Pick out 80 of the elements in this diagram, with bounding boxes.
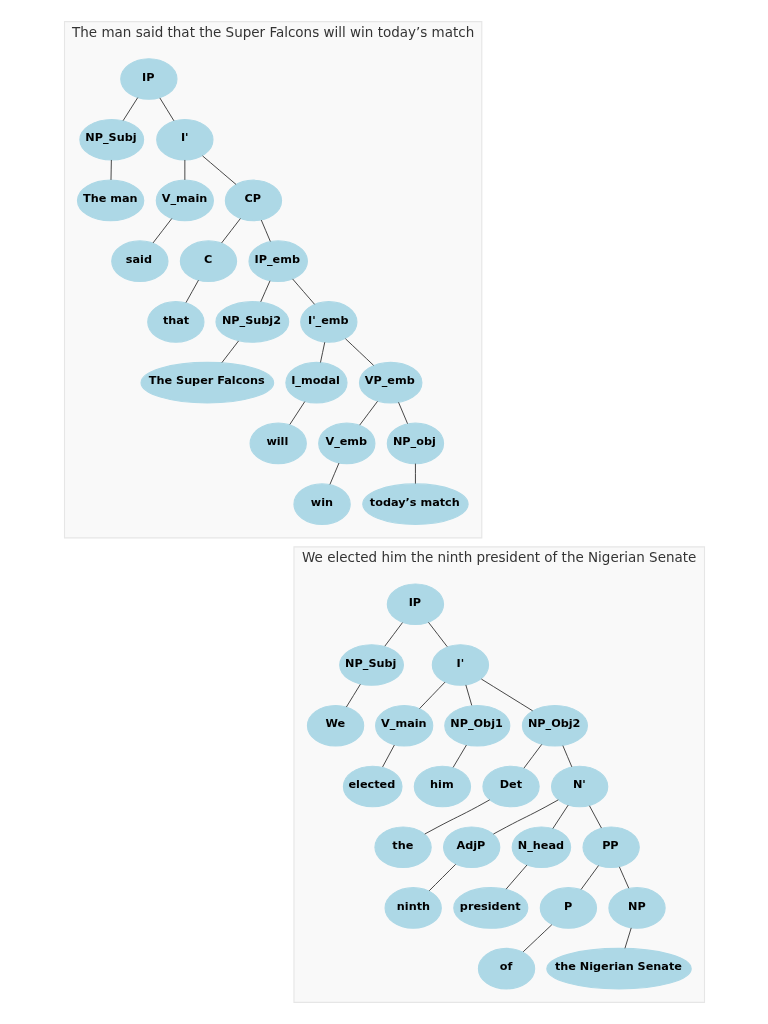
connector xyxy=(522,924,552,953)
connector xyxy=(480,678,533,712)
node-ellipse: N' xyxy=(550,765,608,808)
connector xyxy=(551,804,569,829)
node-ellipse: president xyxy=(452,887,528,929)
connector xyxy=(561,745,572,768)
node-ellipse: P xyxy=(539,887,597,929)
connector xyxy=(383,622,403,647)
node-ellipse: CP xyxy=(224,179,282,222)
node-ellipse: The man xyxy=(76,179,144,222)
node-ellipse: win xyxy=(292,483,351,525)
node-ellipse: the xyxy=(373,826,432,868)
node-ellipse: NP_Subj2 xyxy=(214,301,289,343)
connector xyxy=(319,341,325,363)
node-ellipse: I'_emb xyxy=(299,301,357,343)
node-ellipse: V_main xyxy=(155,179,214,222)
node-ellipse: NP_Subj xyxy=(78,118,144,161)
node-ellipse: The Super Falcons xyxy=(139,361,274,404)
connector xyxy=(428,863,456,892)
connector xyxy=(288,401,305,425)
connector xyxy=(414,463,416,485)
connector xyxy=(259,280,270,303)
node-ellipse: N_head xyxy=(511,826,571,868)
connector xyxy=(344,338,374,366)
connector xyxy=(110,159,112,181)
connector xyxy=(452,744,467,768)
connector xyxy=(618,866,629,889)
node-ellipse: VP_emb xyxy=(358,361,422,404)
connector xyxy=(522,743,542,769)
connector xyxy=(381,744,395,768)
connector xyxy=(183,159,185,181)
node-ellipse: NP_obj xyxy=(386,422,444,465)
node-ellipse: ninth xyxy=(384,887,442,929)
connector xyxy=(427,621,448,648)
node-ellipse: V_main xyxy=(374,704,433,747)
connector xyxy=(345,683,361,708)
connector xyxy=(358,400,378,426)
node-ellipse: IP_emb xyxy=(247,240,308,282)
connector xyxy=(397,401,408,425)
connector xyxy=(220,218,241,244)
node-ellipse: elected xyxy=(342,765,403,808)
connector xyxy=(152,218,172,244)
node-ellipse: IP xyxy=(386,583,444,626)
node-ellipse: him xyxy=(413,765,471,808)
node-ellipse: NP_Obj2 xyxy=(521,704,588,747)
connector xyxy=(158,97,174,122)
connector xyxy=(329,462,339,485)
node-ellipse: Det xyxy=(481,765,540,808)
connector xyxy=(580,865,599,890)
node-ellipse: V_emb xyxy=(317,422,375,465)
node-ellipse: PP xyxy=(581,826,640,868)
node-ellipse: We xyxy=(306,704,364,747)
connector xyxy=(185,279,199,304)
node-ellipse: I' xyxy=(155,118,214,161)
connector xyxy=(423,799,490,835)
node-ellipse: I' xyxy=(431,644,489,686)
connector xyxy=(464,684,472,706)
node-ellipse: NP xyxy=(607,887,666,929)
node-ellipse: I_modal xyxy=(284,361,348,404)
connector xyxy=(260,219,271,242)
node-ellipse: will xyxy=(249,422,307,465)
connector xyxy=(623,927,632,949)
node-ellipse: IP xyxy=(119,58,178,100)
connector xyxy=(505,864,527,890)
connector xyxy=(492,799,559,835)
connector xyxy=(221,340,239,363)
node-ellipse: of xyxy=(477,947,535,990)
node-ellipse: said xyxy=(110,240,169,282)
connector xyxy=(291,278,315,305)
node-ellipse: today’s match xyxy=(361,483,469,525)
node-ellipse: C xyxy=(179,240,237,282)
node-ellipse: NP_Subj xyxy=(338,644,404,686)
node-ellipse: the Nigerian Senate xyxy=(545,947,692,990)
connector xyxy=(201,155,237,185)
node-ellipse: AdjP xyxy=(442,826,500,868)
node-ellipse: NP_Obj1 xyxy=(443,704,510,747)
connector xyxy=(122,97,138,122)
connector xyxy=(418,681,445,710)
node-ellipse: that xyxy=(146,301,205,343)
connector xyxy=(588,805,602,829)
